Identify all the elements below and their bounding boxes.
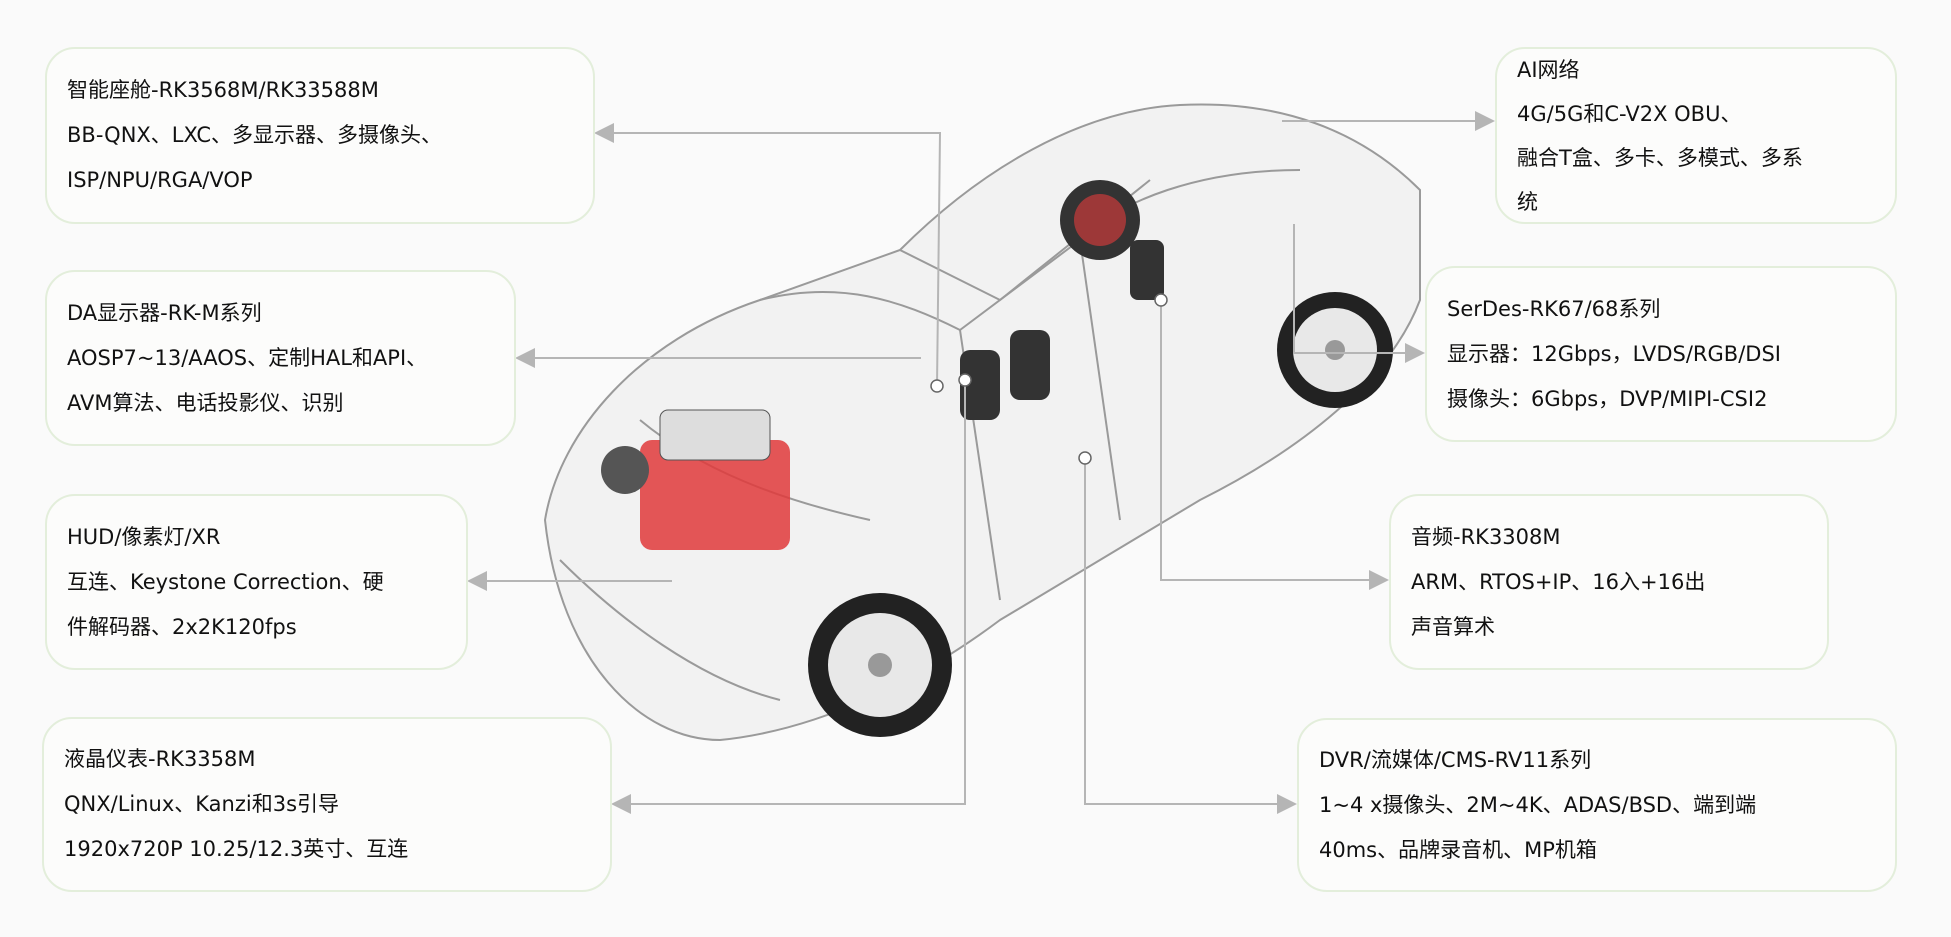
dvr-box: DVR/流媒体/CMS-RV11系列 1~4 x摄像头、2M~4K、ADAS/B… — [1297, 718, 1897, 892]
connector-dvr — [1084, 458, 1297, 814]
connector-serdes — [1293, 224, 1425, 363]
hud-line-2: 件解码器、2x2K120fps — [67, 614, 297, 639]
cluster-box: 液晶仪表-RK3358M QNX/Linux、Kanzi和3s引导 1920x7… — [42, 717, 612, 892]
dvr-line-2: 40ms、品牌录音机、MP机箱 — [1319, 837, 1597, 862]
cockpit-line-2: ISP/NPU/RGA/VOP — [67, 168, 253, 192]
serdes-title: SerDes-RK67/68系列 — [1447, 296, 1661, 321]
audio-title: 音频-RK3308M — [1411, 524, 1561, 549]
cockpit-line-1: BB-QNX、LXC、多显示器、多摄像头、 — [67, 123, 443, 147]
cluster-title: 液晶仪表-RK3358M — [64, 747, 256, 771]
ai-network-line-2: 融合T盒、多卡、多模式、多系 — [1517, 145, 1803, 170]
connector-cockpit — [594, 123, 942, 387]
cockpit-title: 智能座舱-RK3568M/RK33588M — [67, 78, 379, 102]
da-display-line-2: AVM算法、电话投影仪、识别 — [67, 390, 344, 415]
ai-network-title: AI网络 — [1517, 57, 1580, 82]
serdes-box: SerDes-RK67/68系列 显示器：12Gbps，LVDS/RGB/DSI… — [1425, 266, 1897, 442]
wheel-rear-far — [1060, 180, 1140, 260]
hud-line-1: 互连、Keystone Correction、硬 — [67, 569, 384, 594]
serdes-line-1: 显示器：12Gbps，LVDS/RGB/DSI — [1447, 341, 1781, 366]
wheel-front — [808, 593, 952, 737]
engine-block — [601, 409, 790, 550]
dvr-line-1: 1~4 x摄像头、2M~4K、ADAS/BSD、端到端 — [1319, 792, 1757, 817]
seats — [960, 240, 1164, 420]
da-display-line-1: AOSP7~13/AAOS、定制HAL和API、 — [67, 345, 428, 370]
ai-network-line-1: 4G/5G和C-V2X OBU、 — [1517, 101, 1742, 126]
audio-box: 音频-RK3308M ARM、RTOS+IP、16入+16出 声音算术 — [1389, 494, 1829, 670]
cockpit-box: 智能座舱-RK3568M/RK33588M BB-QNX、LXC、多显示器、多摄… — [45, 47, 595, 224]
ai-network-line-3: 统 — [1517, 189, 1538, 214]
cluster-line-2: 1920x720P 10.25/12.3英寸、互连 — [64, 837, 409, 861]
wheel-rear — [1277, 292, 1393, 408]
cluster-line-1: QNX/Linux、Kanzi和3s引导 — [64, 792, 340, 816]
dvr-title: DVR/流媒体/CMS-RV11系列 — [1319, 747, 1592, 772]
hud-box: HUD/像素灯/XR 互连、Keystone Correction、硬 件解码器… — [45, 494, 468, 670]
da-display-box: DA显示器-RK-M系列 AOSP7~13/AAOS、定制HAL和API、 AV… — [45, 270, 516, 446]
audio-line-1: ARM、RTOS+IP、16入+16出 — [1411, 569, 1706, 594]
connector-cluster — [611, 380, 966, 814]
serdes-line-2: 摄像头：6Gbps，DVP/MIPI-CSI2 — [1447, 386, 1768, 411]
connector-audio — [1160, 300, 1389, 590]
hud-title: HUD/像素灯/XR — [67, 524, 221, 549]
ai-network-box: AI网络 4G/5G和C-V2X OBU、 融合T盒、多卡、多模式、多系 统 — [1495, 47, 1897, 224]
da-display-title: DA显示器-RK-M系列 — [67, 300, 262, 325]
audio-line-2: 声音算术 — [1411, 614, 1495, 639]
